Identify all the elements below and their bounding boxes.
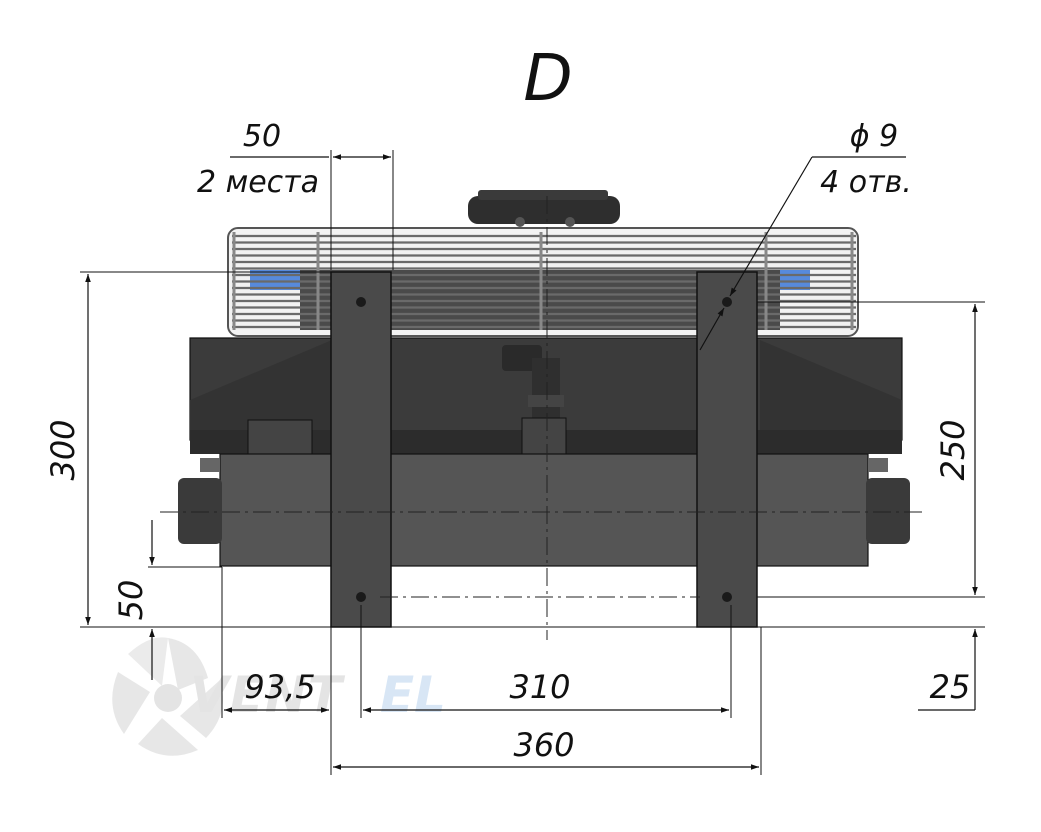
view-label: D — [523, 42, 572, 116]
housing-boss — [247, 419, 313, 455]
hole-top-right — [722, 297, 732, 307]
dim-slot-count: 2 места — [197, 165, 319, 200]
fan-logo-icon — [112, 637, 223, 756]
dim-slot-width: 50 — [243, 119, 281, 154]
body-lower — [219, 453, 869, 567]
bracket-right — [696, 271, 758, 628]
dim-height-bottom: 50 — [112, 580, 150, 621]
dim-offset-bottom: 25 — [930, 668, 971, 706]
center-lines — [160, 196, 925, 640]
bracket-left — [330, 271, 392, 628]
dim-width-total: 360 — [513, 726, 574, 764]
dim-hole-count: 4 отв. — [820, 165, 912, 200]
motor-cap — [468, 196, 620, 224]
mount-holes — [356, 297, 732, 602]
hole-top-left — [356, 297, 366, 307]
fan-guard — [227, 227, 859, 337]
dimension-lines — [80, 150, 985, 775]
dim-height-total: 300 — [44, 419, 82, 480]
dim-height-holes: 250 — [934, 419, 972, 480]
dim-hole-diameter: ϕ 9 — [850, 119, 898, 154]
hole-bottom-left — [356, 592, 366, 602]
watermark-text-accent: EL — [380, 666, 446, 724]
watermark-text: VENT — [190, 666, 346, 724]
dim-hole-spacing: 310 — [509, 668, 570, 706]
cable-connector — [502, 345, 567, 455]
cooler-assembly — [178, 190, 910, 628]
hole-bottom-right — [722, 592, 732, 602]
watermark-logo: VENT EL — [112, 637, 446, 756]
dim-offset-left: 93,5 — [244, 668, 315, 706]
